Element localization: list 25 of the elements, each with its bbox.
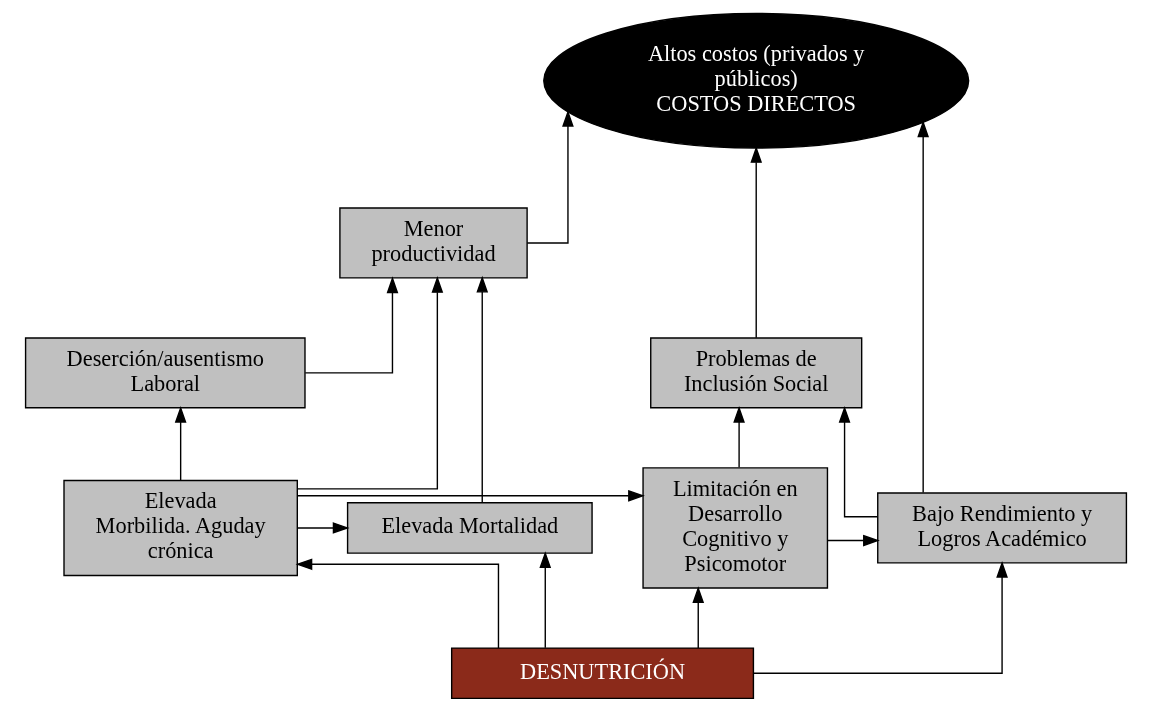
arrow — [692, 586, 705, 649]
node-box: DESNUTRICIÓN — [450, 647, 755, 700]
arrow — [733, 405, 745, 469]
node-ellipse: Altos costos (privados y públicos) COSTOS DIRECTOS — [543, 12, 970, 149]
arrow — [526, 109, 574, 244]
node-box: Elevada Mortalidad — [346, 502, 593, 554]
node-box: Limitación en Desarrollo Cognitivo y Psicomotor — [642, 467, 829, 589]
arrow — [838, 405, 879, 518]
node-box: Problemas de Inclusión Social — [650, 337, 863, 409]
arrow — [476, 275, 489, 504]
node-box: Elevada Morbilida. Aguday crónica — [63, 479, 298, 577]
arrow — [296, 489, 645, 502]
arrow — [295, 558, 500, 649]
arrow — [304, 276, 399, 374]
arrow — [750, 146, 763, 339]
arrow — [174, 405, 187, 481]
arrow — [296, 522, 350, 534]
arrow — [296, 276, 444, 490]
node-box: Menor productividad — [339, 207, 528, 279]
arrow — [917, 120, 930, 494]
arrow — [539, 551, 552, 649]
node-box: Deserción/ausentismo Laboral — [24, 337, 306, 409]
arrow — [827, 534, 880, 547]
node-box: Bajo Rendimiento y Logros Académico — [877, 492, 1128, 564]
arrow — [752, 561, 1008, 674]
